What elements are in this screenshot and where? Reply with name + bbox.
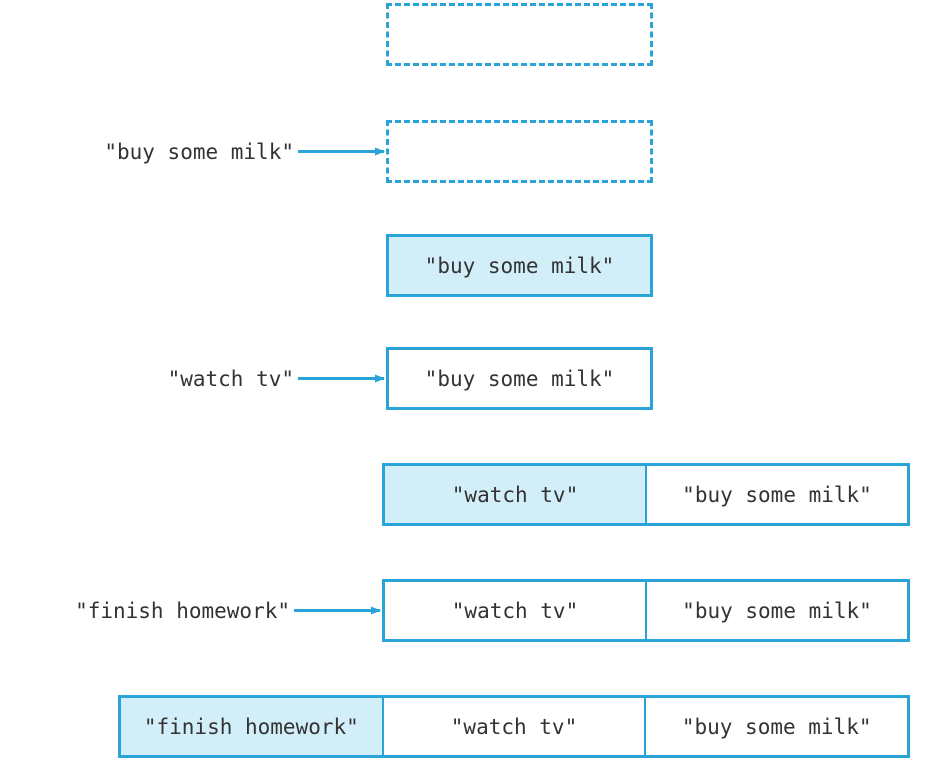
list-cell: "finish homework" [121, 698, 382, 755]
list-box: "buy some milk" [386, 234, 653, 297]
list-cell: "buy some milk" [644, 698, 907, 755]
list-box: "buy some milk" [386, 347, 653, 410]
incoming-item-label: "buy some milk" [104, 139, 294, 164]
list-box: "finish homework""watch tv""buy some mil… [118, 695, 910, 758]
list-cell: "watch tv" [381, 698, 645, 755]
list-cell: "buy some milk" [389, 237, 650, 294]
empty-list-box [386, 120, 653, 183]
list-cell: "watch tv" [385, 466, 645, 523]
list-cell: "buy some milk" [645, 582, 907, 639]
incoming-item-label: "watch tv" [167, 366, 294, 391]
list-cell: "watch tv" [451, 598, 579, 623]
list-box: "watch tv" "buy some milk" [382, 579, 910, 642]
list-cell: "buy some milk" [645, 466, 907, 523]
list-box: "watch tv""buy some milk" [382, 463, 910, 526]
incoming-item-label: "finish homework" [75, 598, 290, 623]
list-cell: "buy some milk" [424, 366, 615, 391]
empty-list-box [386, 3, 653, 66]
